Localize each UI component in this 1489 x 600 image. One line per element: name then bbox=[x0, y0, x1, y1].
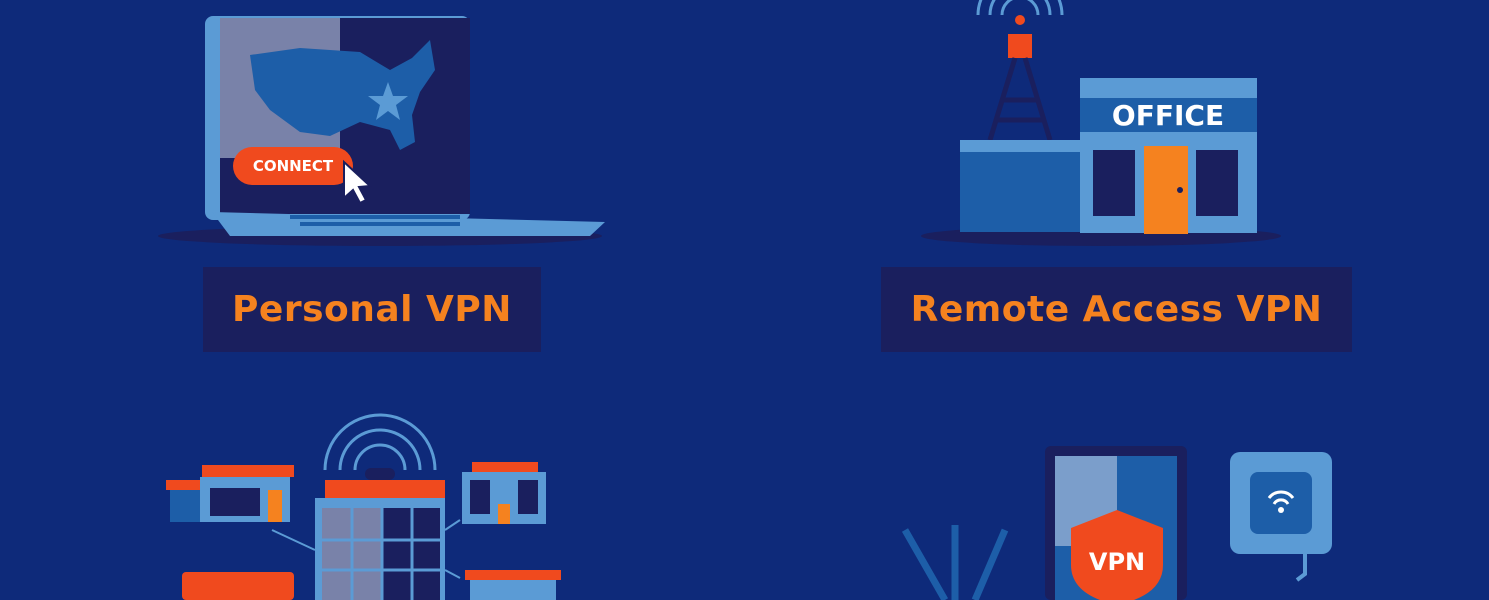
connect-button-label: CONNECT bbox=[253, 157, 334, 175]
network-buildings-illustration bbox=[166, 413, 561, 600]
vpn-badge: VPN bbox=[1089, 548, 1145, 576]
card-title: Personal VPN bbox=[203, 267, 541, 352]
phone-router-illustration: VPN bbox=[901, 446, 1332, 600]
cursor-icon bbox=[343, 159, 373, 205]
usa-map-icon bbox=[250, 40, 435, 150]
card-title: Remote Access VPN bbox=[881, 267, 1352, 352]
laptop-illustration: CONNECT bbox=[158, 16, 605, 246]
office-illustration: OFFICE bbox=[921, 0, 1281, 246]
signal-icon bbox=[323, 413, 437, 471]
signal-icon bbox=[976, 0, 1064, 16]
connect-button[interactable] bbox=[233, 147, 353, 185]
star-icon bbox=[368, 82, 408, 120]
office-sign: OFFICE bbox=[1112, 99, 1224, 132]
wifi-icon bbox=[1267, 490, 1295, 505]
shield-icon bbox=[1071, 510, 1163, 600]
